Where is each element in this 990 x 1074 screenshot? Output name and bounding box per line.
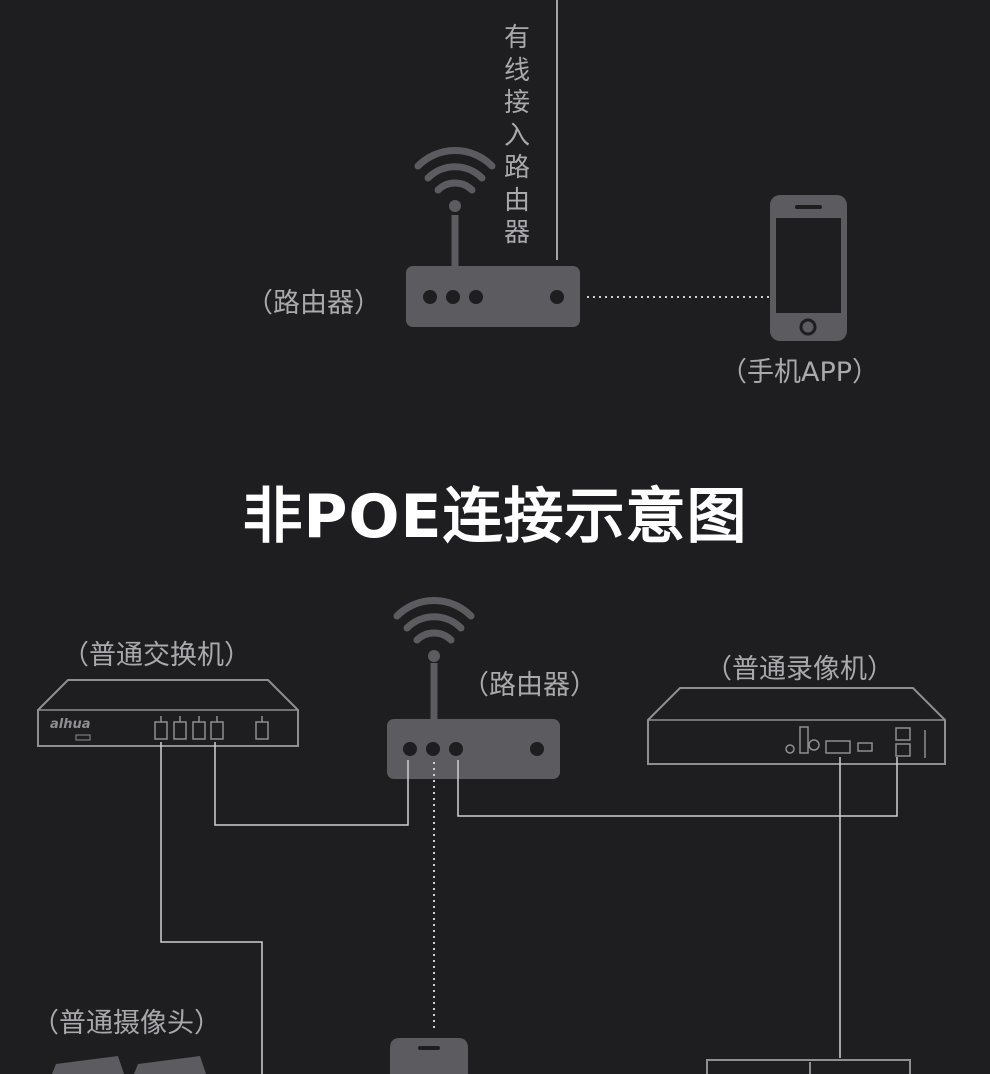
diagram-title: 非POE连接示意图 <box>242 482 748 552</box>
switch-ports <box>154 716 269 740</box>
cable-links <box>160 742 898 1074</box>
camera-label: （普通摄像头） <box>32 1008 221 1039</box>
phone-icon <box>770 195 847 341</box>
bottom-phone-icon <box>390 1038 468 1074</box>
bottom-router-label: （路由器） <box>462 670 597 701</box>
top-router-label: （路由器） <box>246 288 381 319</box>
wired-access-label: 有线接入路由器 <box>503 23 530 248</box>
phone-app-label: （手机APP） <box>720 357 880 388</box>
nvr-label: （普通录像机） <box>705 654 894 685</box>
camera-icon <box>52 1056 206 1074</box>
bottom-router-wifi-icon <box>393 597 475 644</box>
top-router <box>406 147 580 327</box>
switch-label: （普通交换机） <box>62 640 251 671</box>
router-to-nvr-cable <box>457 757 898 817</box>
nvr-rear-ports <box>785 726 926 758</box>
top-router-wifi-icon <box>414 147 496 194</box>
storage-device <box>706 1059 911 1074</box>
nvr-device <box>647 687 946 765</box>
switch-to-camera-cable <box>160 742 263 1074</box>
bottom-router <box>387 597 560 779</box>
switch-brand-logo: alhua <box>50 717 91 732</box>
switch-to-router-cable <box>214 742 409 826</box>
switch-device: alhua <box>37 679 299 747</box>
